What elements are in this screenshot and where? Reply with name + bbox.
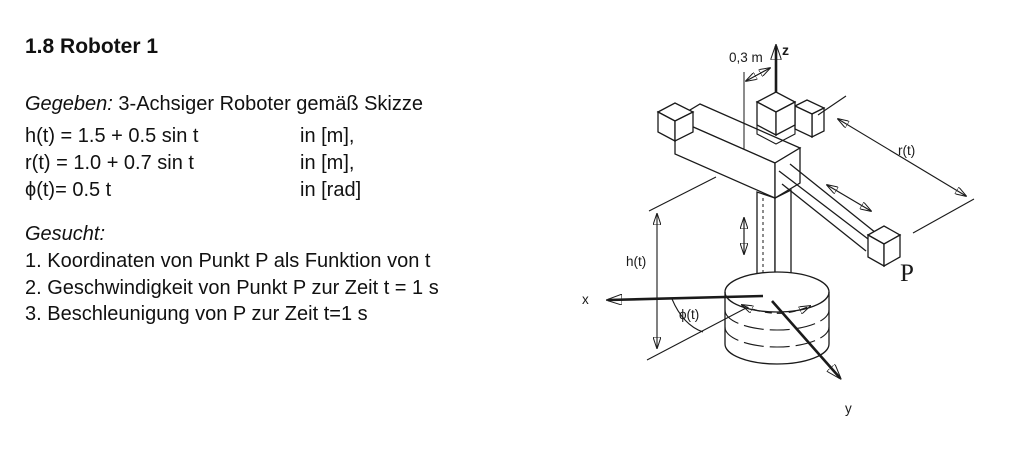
- cube-right: [775, 100, 796, 137]
- telescopic-arm: [778, 163, 877, 252]
- task-2: 2. Geschwindigkeit von Punkt P zur Zeit …: [25, 276, 439, 299]
- base-bottom-arc: [724, 343, 830, 365]
- dimension-r-extension-bottom: [912, 198, 975, 234]
- dimension-r-extension-top: [817, 95, 847, 116]
- rotation-arrow: [742, 305, 810, 313]
- equation-row-h: h(t) = 1.5 + 0.5 sin t in [m],: [25, 123, 555, 150]
- given-text: 3-Achsiger Roboter gemäß Skizze: [118, 93, 423, 115]
- carriage-block: [656, 99, 826, 200]
- height-label: h(t): [626, 254, 646, 269]
- arm-edge-top: [789, 163, 877, 234]
- offset-double-arrow: [746, 68, 770, 81]
- dimension-offset: [743, 68, 770, 149]
- dimension-r: [817, 95, 975, 234]
- equation-phi: ϕ(t)= 0.5 t: [25, 179, 112, 201]
- task-1: 1. Koordinaten von Punkt P als Funktion …: [25, 250, 431, 272]
- y-axis-arrow: [771, 300, 840, 378]
- dimension-h-extension-top: [648, 176, 717, 212]
- equations-block: h(t) = 1.5 + 0.5 sin t in [m], r(t) = 1.…: [25, 123, 555, 204]
- end-cube-right: [674, 110, 694, 143]
- dimension-h: [646, 176, 768, 361]
- equation-phi-unit: in [rad]: [300, 179, 362, 201]
- given-line: Gegeben: 3-Achsiger Roboter gemäß Skizze: [25, 91, 555, 117]
- section-title: 1.8 Roboter 1: [25, 35, 159, 58]
- equation-r-unit: in [m],: [300, 152, 355, 174]
- equation-row-phi: ϕ(t)= 0.5 t in [rad]: [25, 177, 555, 204]
- phi-arc: [671, 298, 704, 333]
- offset-label: 0,3 m: [729, 50, 763, 65]
- x-axis-arrow: [608, 296, 764, 300]
- dimension-r-line: [838, 119, 966, 196]
- given-label: Gegeben:: [25, 93, 113, 115]
- cube-pedestal: [756, 125, 796, 145]
- z-axis-label: z: [782, 42, 789, 58]
- equation-h: h(t) = 1.5 + 0.5 sin t: [25, 125, 199, 147]
- base-seam-2: [724, 326, 830, 348]
- x-axis-label: x: [582, 292, 589, 307]
- equation-row-r: r(t) = 1.0 + 0.7 sin t in [m],: [25, 150, 555, 177]
- point-p-label: P: [900, 260, 914, 287]
- sought-label: Gesucht:: [25, 223, 106, 245]
- angle-phi: [671, 298, 704, 333]
- task-list: 1. Koordinaten von Punkt P als Funktion …: [25, 248, 555, 328]
- arm-edge-bottom: [781, 183, 867, 252]
- base-seam-1: [724, 309, 830, 331]
- z-actuator-cube: [755, 91, 797, 145]
- y-axis-label: y: [845, 401, 852, 416]
- exercise-text: 1.8 Roboter 1 Gegeben: 3-Achsiger Robote…: [25, 36, 555, 328]
- equation-r: r(t) = 1.0 + 0.7 sin t: [25, 152, 194, 174]
- coordinate-axes: [608, 46, 840, 378]
- slide-motion-arrow: [827, 185, 871, 211]
- angle-label: ϕ(t): [679, 307, 699, 322]
- sought-line: Gesucht:: [25, 221, 555, 248]
- block-right-face: [774, 146, 801, 200]
- robot-sketch: 0,3 m z x y h(t) r(t) ϕ(t) P: [582, 42, 975, 416]
- arm-edge-front: [778, 170, 873, 243]
- base-cylinder: [724, 271, 830, 365]
- task-3: 3. Beschleunigung von P zur Zeit t=1 s: [25, 303, 368, 325]
- equation-h-unit: in [m],: [300, 125, 355, 147]
- radius-label: r(t): [898, 143, 915, 158]
- effector-right: [883, 233, 901, 268]
- end-effector: [866, 225, 902, 268]
